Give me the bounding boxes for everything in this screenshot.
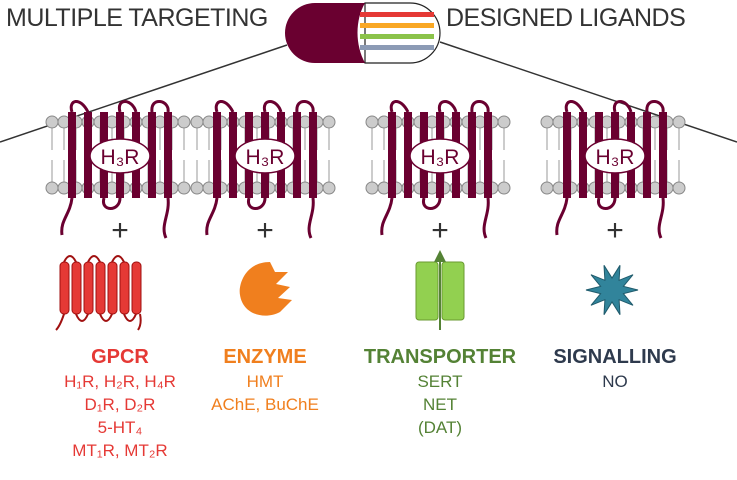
plus-sign: + (606, 214, 624, 247)
right-connector-line (439, 41, 737, 143)
receptor-label: H₃R (101, 146, 140, 169)
signalling-icon (585, 265, 639, 315)
right-title: DESIGNED LIGANDS (446, 4, 686, 32)
receptor-ellipse (89, 138, 151, 174)
plus-sign: + (431, 214, 449, 247)
pill-stripe (360, 23, 434, 28)
target-item: NO (602, 372, 628, 391)
pill-stripe (360, 45, 434, 50)
enzyme-icon (239, 262, 292, 316)
target-column-enzyme: ENZYME HMT AChE, BuChE (175, 344, 355, 416)
category-label: SIGNALLING (553, 346, 677, 368)
transporter-icon (415, 250, 465, 330)
category-label: ENZYME (223, 346, 307, 368)
category-label: GPCR (91, 346, 149, 368)
receptor-ellipse (234, 138, 296, 174)
receptor-label: H₃R (596, 146, 635, 169)
receptor-ellipse (409, 138, 471, 174)
receptor-label: H₃R (246, 146, 285, 169)
pill-stripe (360, 34, 434, 39)
category-label: TRANSPORTER (363, 346, 517, 368)
plus-sign: + (111, 214, 129, 247)
target-item: HMT (246, 372, 284, 391)
receptor-label: H₃R (421, 146, 460, 169)
target-column-transporter: TRANSPORTER SERT NET (DAT) (350, 344, 530, 439)
h3r-membrane: H₃R + (365, 100, 511, 247)
gpcr-icon (55, 255, 142, 331)
receptor-ellipse (584, 138, 646, 174)
target-column-signalling: SIGNALLING NO (525, 344, 705, 393)
target-item: SERT (417, 372, 463, 391)
target-item: AChE, BuChE (211, 395, 319, 414)
target-item: H₁R, H₂R, H₄R (64, 372, 176, 391)
target-item: MT₁R, MT₂R (72, 441, 168, 460)
target-item: 5-HT₄ (97, 418, 143, 437)
target-column-gpcr: GPCR H₁R, H₂R, H₄R D₁R, D₂R 5-HT₄ MT₁R, MT₂R (30, 344, 210, 462)
target-item: NET (423, 395, 457, 414)
h3r-membrane: H₃R + (540, 100, 686, 247)
left-title: MULTIPLE TARGETING (6, 4, 268, 32)
pill-stripe (360, 12, 434, 17)
h3r-membrane: H₃R + (45, 100, 191, 247)
h3r-membrane: H₃R + (190, 100, 336, 247)
pill-icon (285, 2, 441, 64)
target-item: (DAT) (417, 418, 463, 437)
target-item: D₁R, D₂R (84, 395, 156, 414)
plus-sign: + (256, 214, 274, 247)
